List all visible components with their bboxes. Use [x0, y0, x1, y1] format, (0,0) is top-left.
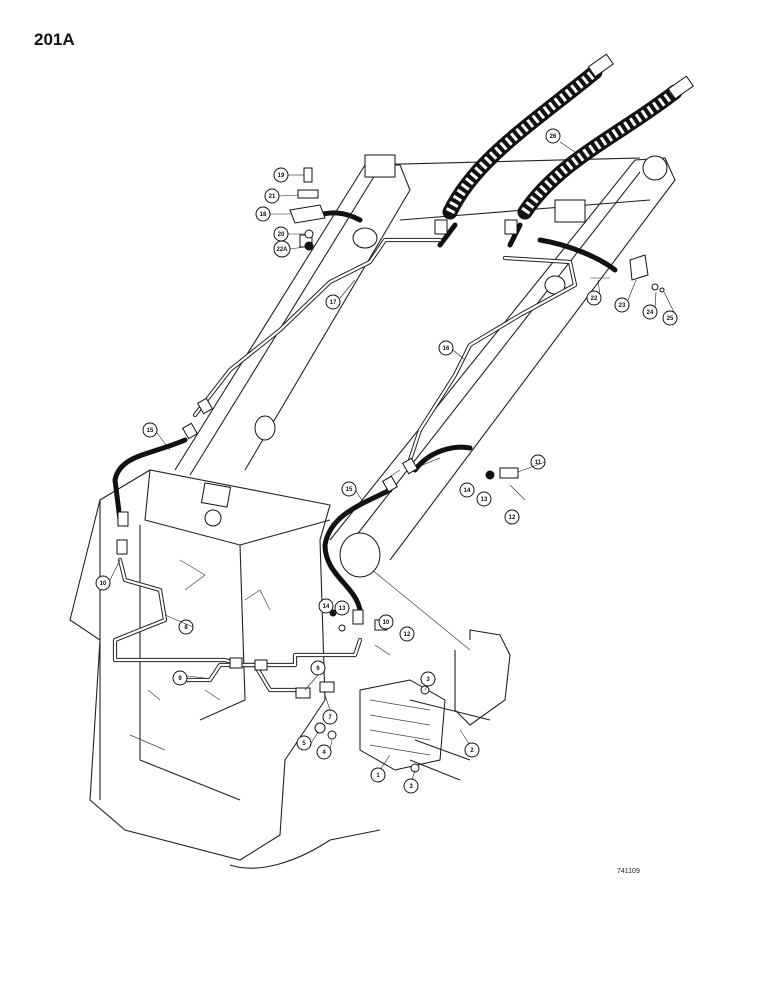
callout-21: 21 [264, 188, 280, 204]
callout-3b: 3 [403, 769, 419, 794]
svg-text:6: 6 [316, 666, 320, 672]
callout-22: 22 [586, 290, 602, 306]
svg-text:15: 15 [147, 428, 154, 434]
svg-text:5: 5 [302, 741, 306, 747]
svg-text:21: 21 [269, 194, 276, 200]
callout-13b: 13 [334, 600, 350, 616]
callout-2: 2 [459, 729, 480, 758]
svg-text:3: 3 [426, 677, 430, 683]
figure-code: 741109 [617, 868, 640, 875]
tube-16 [407, 255, 578, 463]
callout-10a: 10 [95, 575, 111, 591]
callout-12a: 12 [504, 509, 520, 525]
svg-text:20: 20 [278, 232, 285, 238]
svg-text:24: 24 [647, 310, 654, 316]
callout-25: 25 [662, 310, 678, 326]
callout-13a: 13 [476, 491, 492, 507]
callout-22a: 22A [273, 240, 291, 258]
svg-text:10: 10 [383, 620, 390, 626]
callout-20: 20 [273, 226, 289, 242]
tube-17 [192, 237, 443, 418]
callout-6: 6 [310, 660, 326, 676]
svg-text:4: 4 [322, 750, 326, 756]
svg-text:26: 26 [550, 134, 557, 140]
callout-17: 17 [325, 294, 341, 310]
svg-text:14: 14 [323, 604, 330, 610]
callout-18: 18 [255, 206, 271, 222]
svg-text:22: 22 [591, 296, 598, 302]
svg-text:13: 13 [339, 606, 346, 612]
callout-15b: 15 [341, 481, 357, 497]
page-number: 201A [34, 30, 75, 49]
callout-16: 16 [438, 340, 454, 356]
svg-text:12: 12 [404, 632, 411, 638]
callout-14a: 14 [459, 482, 475, 498]
hose-26 [437, 53, 694, 248]
loader-frame [69, 469, 511, 869]
svg-text:25: 25 [667, 316, 674, 322]
loader-arms [174, 154, 676, 578]
callout-5: 5 [296, 735, 312, 751]
svg-text:18: 18 [260, 212, 267, 218]
callout-19: 19 [273, 167, 289, 183]
callout-9: 9 [172, 670, 188, 686]
svg-text:19: 19 [278, 173, 285, 179]
svg-text:2: 2 [470, 748, 474, 754]
callout-10b: 10 [378, 614, 394, 630]
svg-text:23: 23 [619, 303, 626, 309]
svg-text:12: 12 [509, 515, 516, 521]
callout-4: 4 [316, 744, 332, 760]
svg-text:22A: 22A [276, 247, 288, 253]
svg-text:9: 9 [178, 676, 182, 682]
callout-23: 23 [614, 297, 630, 313]
svg-text:16: 16 [443, 346, 450, 352]
callout-14b: 14 [318, 598, 334, 614]
svg-text:7: 7 [328, 715, 332, 721]
svg-text:11: 11 [535, 460, 542, 466]
callout-24: 24 [642, 304, 658, 320]
callout-12b: 12 [399, 626, 415, 642]
callout-3a: 3 [420, 671, 436, 691]
svg-text:8: 8 [184, 625, 188, 631]
svg-text:3: 3 [409, 784, 413, 790]
svg-text:13: 13 [481, 497, 488, 503]
svg-text:1: 1 [376, 773, 380, 779]
svg-text:10: 10 [100, 581, 107, 587]
leader-lines [109, 141, 676, 751]
callout-15a: 15 [142, 422, 158, 438]
callout-7: 7 [322, 709, 338, 725]
callout-26: 26 [545, 128, 561, 144]
callouts: 1 2 3 3 4 5 6 7 8 9 10 10 11 12 12 13 13… [95, 128, 678, 794]
callout-11: 11 [530, 454, 546, 470]
svg-text:14: 14 [464, 488, 471, 494]
hardware [289, 167, 665, 740]
control-valve [359, 679, 491, 781]
callout-1: 1 [370, 754, 391, 783]
svg-text:17: 17 [330, 300, 337, 306]
svg-text:15: 15 [346, 487, 353, 493]
